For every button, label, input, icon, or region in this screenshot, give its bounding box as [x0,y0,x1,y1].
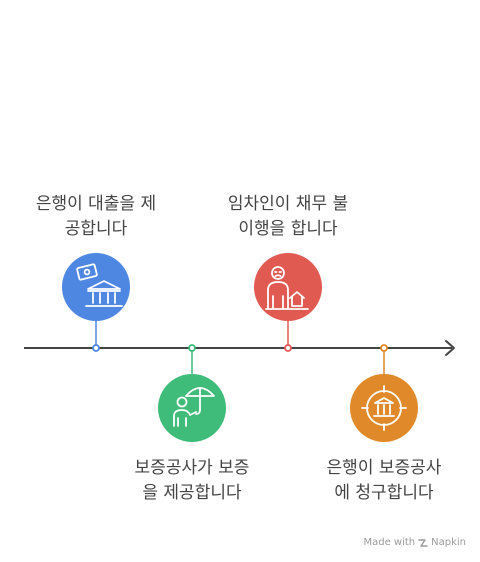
event-2-label-line1: 보증공사가 보증 [134,458,250,478]
event-1 [62,253,130,352]
made-with-text: Made with [363,537,416,548]
event-4-label-line1: 은행이 보증공사 [326,458,442,478]
event-3-marker [284,344,292,352]
event-4-label-line2: 에 청구합니다 [334,483,434,503]
event-1-marker [92,344,100,352]
person-house-icon [265,266,309,310]
event-1-label-line1: 은행이 대출을 제 [35,194,157,214]
napkin-logo-icon [418,538,428,547]
event-1-label: 은행이 대출을 제 공합니다 [11,192,181,242]
event-2-label: 보증공사가 보증 을 제공합니다 [107,456,277,506]
event-4 [350,344,418,442]
event-3-label: 임차인이 채무 불 이행을 합니다 [203,192,373,242]
event-3-label-line2: 이행을 합니다 [238,219,338,239]
bank-target-icon [361,385,407,431]
event-4-label: 은행이 보증공사 에 청구합니다 [299,456,469,506]
bank-money-icon [76,263,123,307]
event-2-circle [158,374,226,442]
event-2-label-line2: 을 제공합니다 [142,483,242,503]
napkin-brand-text: Napkin [431,537,466,548]
event-3-label-line1: 임차인이 채무 불 [227,194,349,214]
event-1-label-line2: 공합니다 [64,219,128,239]
event-1-circle [62,253,130,321]
event-2 [158,344,226,442]
event-3 [254,253,322,352]
event-4-marker [380,344,388,352]
event-2-marker [188,344,196,352]
person-umbrella-icon [173,387,215,427]
timeline-arrowhead [445,340,455,356]
napkin-credit[interactable]: Made with Napkin [363,537,466,548]
